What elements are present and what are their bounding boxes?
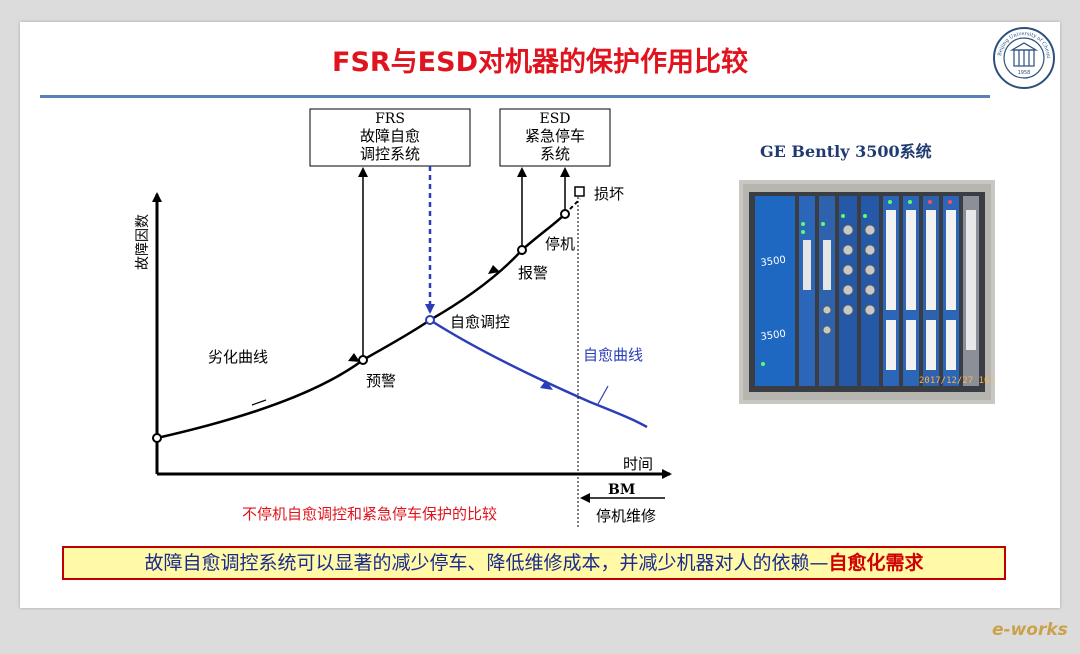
point-damage-label: 损坏 [594, 185, 624, 203]
y-axis-label: 故障因数 [135, 214, 151, 270]
conclusion-banner: 故障自愈调控系统可以显著的减少停车、降低维修成本，并减少机器对人的依赖—自愈化需… [62, 546, 1006, 580]
self-heal-curve-label: 自愈曲线 [583, 346, 643, 364]
rack-module-label-bottom: 3500 [760, 329, 787, 343]
degradation-leader [251, 399, 267, 406]
start-point [152, 433, 162, 443]
slide-title: FSR与ESD对机器的保护作用比较 [332, 47, 748, 78]
conclusion-highlight: 自愈化需求 [828, 552, 924, 574]
university-seal-icon: Beijing University of Chemical Technolog… [992, 26, 1055, 89]
point-self-heal-label: 自愈调控 [450, 313, 510, 331]
esd-box-line3: 系统 [540, 145, 570, 163]
curve-arrow-2 [488, 265, 500, 274]
photo-caption: GE Bently 3500系统 [760, 142, 932, 161]
x-axis-label: 时间 [623, 455, 653, 473]
bm-label: BM [608, 482, 635, 498]
self-heal-leader [597, 385, 609, 405]
warning-point [358, 355, 368, 365]
bently-rack-photo: 3500 3500 [739, 180, 995, 404]
frs-box-line3: 调控系统 [360, 145, 420, 163]
conclusion-text: 故障自愈调控系统可以显著的减少停车、降低维修成本，并减少机器对人的依赖— [144, 552, 829, 574]
maintenance-label: 停机维修 [596, 507, 656, 525]
rack-power-module [755, 196, 795, 386]
frs-box-line1: FRS [375, 111, 405, 127]
title-divider [40, 95, 990, 98]
esd-box-line1: ESD [539, 111, 570, 127]
photo-timestamp: 2017/12/27 16:35 [919, 376, 995, 386]
rack-module-label-top: 3500 [760, 255, 787, 269]
esd-box [499, 108, 611, 167]
point-warning-label: 预警 [366, 372, 396, 390]
degradation-curve-label: 劣化曲线 [208, 348, 268, 366]
e-works-watermark: e-works [992, 620, 1068, 640]
self-heal-curve [429, 318, 648, 429]
slide: FSR与ESD对机器的保护作用比较 Beijing University of … [20, 22, 1060, 608]
point-alarm-label: 报警 [518, 264, 548, 282]
stop-point [560, 209, 570, 219]
curve-arrow-1 [348, 353, 360, 362]
comparison-caption: 不停机自愈调控和紧急停车保护的比较 [242, 505, 497, 523]
seal-year: 1958 [1018, 70, 1031, 76]
point-stop-label: 停机 [545, 235, 575, 253]
frs-box-line2: 故障自愈 [360, 127, 420, 145]
self-heal-arrow [540, 380, 553, 390]
frs-box [309, 108, 471, 167]
alarm-point [517, 245, 527, 255]
self-heal-point [425, 315, 435, 325]
damage-point [574, 186, 585, 197]
esd-box-line2: 紧急停车 [525, 127, 585, 145]
protection-diagram: 故障因数 时间 FRS 故障自愈 调控系统 ESD 紧急停车 系统 劣化曲线 自… [135, 108, 672, 527]
